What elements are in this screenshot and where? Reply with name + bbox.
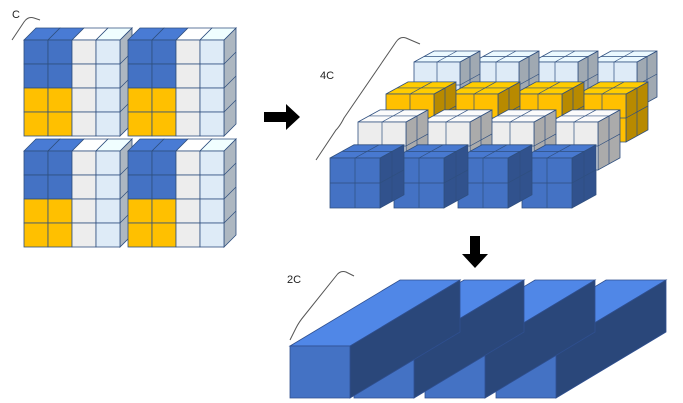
input-cell — [23, 63, 49, 89]
input-cell — [199, 111, 225, 137]
input-cell — [151, 87, 177, 113]
input-cell — [71, 87, 97, 113]
input-cell — [95, 39, 121, 65]
side-grid-line — [223, 186, 237, 200]
rearranged-cube-group — [329, 50, 658, 209]
input-cell — [95, 63, 121, 89]
input-cell — [95, 111, 121, 137]
input-cell — [95, 222, 121, 248]
input-cell — [127, 39, 153, 65]
input-cell — [47, 222, 73, 248]
input-cell — [23, 111, 49, 137]
side-grid-line — [223, 210, 237, 224]
input-cell — [199, 150, 225, 176]
rearranged-depth-label: 4C — [320, 70, 334, 82]
input-cell — [23, 222, 49, 248]
input-cell — [71, 174, 97, 200]
input-cell — [95, 198, 121, 224]
input-cell — [151, 198, 177, 224]
input-cell — [127, 222, 153, 248]
input-cell — [71, 39, 97, 65]
input-cell — [47, 63, 73, 89]
input-cell — [199, 63, 225, 89]
input-cell — [95, 87, 121, 113]
input-cell — [199, 87, 225, 113]
block-size-label: C — [12, 9, 20, 21]
input-cell — [151, 111, 177, 137]
input-cell — [47, 198, 73, 224]
input-cell — [175, 198, 201, 224]
brace-icon — [11, 17, 41, 41]
input-cell — [47, 174, 73, 200]
input-cell — [199, 39, 225, 65]
brace-icon — [289, 271, 355, 341]
input-cell — [47, 87, 73, 113]
right-arrow-icon — [264, 104, 300, 130]
input-cell — [175, 87, 201, 113]
side-grid-line — [223, 99, 237, 113]
input-cell — [175, 63, 201, 89]
input-cell — [71, 111, 97, 137]
input-cell — [151, 63, 177, 89]
input-cell — [127, 111, 153, 137]
merged-bar-front — [289, 345, 351, 399]
input-cell — [47, 150, 73, 176]
input-cell — [23, 150, 49, 176]
input-cell — [199, 174, 225, 200]
merged-bar-group — [288, 279, 668, 399]
input-cell — [71, 198, 97, 224]
input-cell — [95, 174, 121, 200]
input-cell — [151, 222, 177, 248]
input-cell — [71, 63, 97, 89]
input-cell — [95, 150, 121, 176]
input-cell — [175, 39, 201, 65]
input-cell — [71, 222, 97, 248]
merged-depth-label: 2C — [287, 274, 301, 286]
input-cell — [47, 39, 73, 65]
input-cell — [23, 174, 49, 200]
input-block-group — [23, 27, 237, 248]
input-cell — [127, 63, 153, 89]
side-grid-line — [223, 162, 237, 176]
input-cell — [151, 39, 177, 65]
input-cell — [199, 222, 225, 248]
input-cell — [23, 198, 49, 224]
side-grid-line — [223, 75, 237, 89]
down-arrow-icon — [462, 236, 488, 268]
brace-icon — [315, 37, 421, 161]
input-cell — [175, 111, 201, 137]
input-cell — [127, 174, 153, 200]
input-cell — [47, 111, 73, 137]
input-cell — [175, 222, 201, 248]
input-cell — [127, 198, 153, 224]
input-cell — [23, 39, 49, 65]
input-cell — [127, 87, 153, 113]
input-cell — [71, 150, 97, 176]
input-cell — [151, 174, 177, 200]
input-cell — [175, 150, 201, 176]
input-cell — [175, 174, 201, 200]
input-cell — [127, 150, 153, 176]
input-cell — [23, 87, 49, 113]
input-cell — [199, 198, 225, 224]
input-cell — [151, 150, 177, 176]
side-grid-line — [223, 51, 237, 65]
